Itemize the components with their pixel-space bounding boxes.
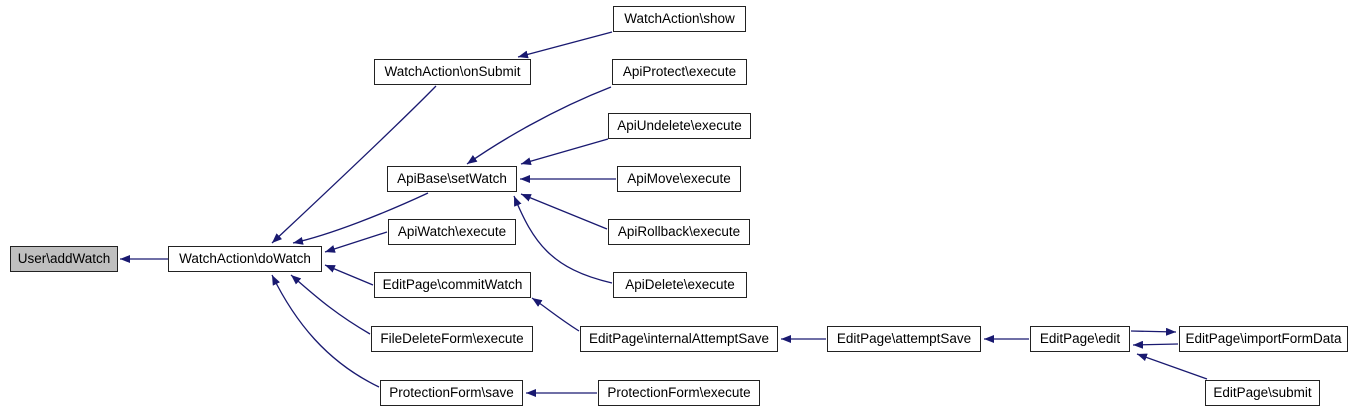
node-label: EditPage\attemptSave — [836, 331, 972, 346]
node-editpage-edit[interactable]: EditPage\edit — [1030, 326, 1130, 352]
node-protectionform-save[interactable]: ProtectionForm\save — [380, 380, 523, 406]
edge-apibase-setwatch-to-watchaction-dowatch — [292, 192, 429, 245]
node-label: ApiProtect\execute — [622, 64, 737, 79]
node-label: ApiMove\execute — [627, 171, 731, 186]
node-watchaction-dowatch[interactable]: WatchAction\doWatch — [168, 246, 322, 272]
node-label: WatchAction\doWatch — [179, 251, 311, 266]
node-label: EditPage\submit — [1213, 385, 1312, 400]
node-filedeleteform-execute[interactable]: FileDeleteForm\execute — [371, 326, 533, 352]
edge-apidelete-execute-to-apibase-setwatch — [513, 195, 613, 284]
node-label: ApiUndelete\execute — [617, 118, 742, 133]
node-label: ApiRollback\execute — [617, 224, 741, 239]
node-label: EditPage\edit — [1039, 331, 1121, 346]
node-label: EditPage\commitWatch — [382, 277, 523, 292]
edge-apiprotect-execute-to-apibase-setwatch — [466, 86, 612, 165]
node-label: WatchAction\onSubmit — [384, 64, 521, 79]
edge-editpage-internalattemptsave-to-editpage-commitwatch — [531, 297, 580, 332]
edge-protectionform-save-to-watchaction-dowatch — [271, 274, 380, 388]
node-label: ProtectionForm\save — [389, 385, 514, 400]
node-label: FileDeleteForm\execute — [380, 331, 524, 346]
node-label: ProtectionForm\execute — [607, 385, 751, 400]
node-apibase-setwatch[interactable]: ApiBase\setWatch — [387, 166, 517, 192]
node-editpage-importformdata[interactable]: EditPage\importFormData — [1179, 326, 1348, 352]
edge-apiundelete-execute-to-apibase-setwatch — [520, 138, 609, 166]
node-label: ApiDelete\execute — [625, 277, 735, 292]
node-label: ApiWatch\execute — [397, 224, 507, 239]
node-user-addwatch[interactable]: User\addWatch — [10, 246, 118, 272]
node-label: User\addWatch — [17, 251, 111, 266]
edge-filedeleteform-execute-to-watchaction-dowatch — [290, 274, 371, 335]
edge-watchaction-onsubmit-to-watchaction-dowatch — [271, 85, 437, 244]
node-apidelete-execute[interactable]: ApiDelete\execute — [613, 272, 747, 298]
node-editpage-internalattemptsave[interactable]: EditPage\internalAttemptSave — [580, 326, 778, 352]
edge-editpage-submit-to-editpage-edit — [1136, 353, 1208, 380]
node-label: ApiBase\setWatch — [397, 171, 507, 186]
node-protectionform-execute[interactable]: ProtectionForm\execute — [598, 380, 760, 406]
edge-editpage-importformdata-to-editpage-edit — [1132, 340, 1179, 349]
node-apiwatch-execute[interactable]: ApiWatch\execute — [388, 219, 516, 245]
node-editpage-commitwatch[interactable]: EditPage\commitWatch — [374, 272, 531, 298]
node-apiprotect-execute[interactable]: ApiProtect\execute — [612, 59, 747, 85]
node-editpage-submit[interactable]: EditPage\submit — [1205, 380, 1320, 406]
edge-watchaction-show-to-watchaction-onsubmit — [517, 31, 613, 59]
edge-editpage-commitwatch-to-watchaction-dowatch — [324, 264, 374, 286]
node-apiundelete-execute[interactable]: ApiUndelete\execute — [608, 113, 751, 139]
node-label: EditPage\internalAttemptSave — [588, 331, 770, 346]
node-apimove-execute[interactable]: ApiMove\execute — [617, 166, 741, 192]
node-watchaction-onsubmit[interactable]: WatchAction\onSubmit — [374, 59, 531, 85]
edge-editpage-edit-to-editpage-importformdata — [1130, 327, 1177, 336]
node-label: WatchAction\show — [624, 11, 735, 26]
node-editpage-attemptsave[interactable]: EditPage\attemptSave — [827, 326, 981, 352]
node-watchaction-show[interactable]: WatchAction\show — [613, 6, 746, 32]
node-apirollback-execute[interactable]: ApiRollback\execute — [608, 219, 750, 245]
edge-apiwatch-execute-to-watchaction-dowatch — [324, 231, 388, 253]
node-label: EditPage\importFormData — [1185, 331, 1342, 346]
edge-apirollback-execute-to-apibase-setwatch — [520, 193, 608, 230]
